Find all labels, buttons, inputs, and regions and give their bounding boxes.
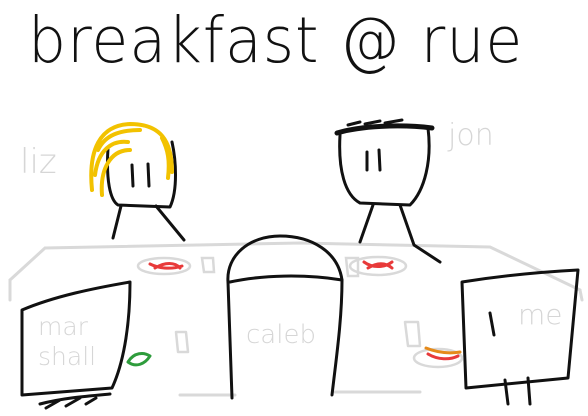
sketch-title: breakfast @ rue	[28, 4, 524, 78]
label-me: me	[518, 298, 563, 331]
table-outline	[8, 241, 584, 397]
person-me	[403, 268, 580, 406]
label-liz: liz	[20, 142, 57, 182]
liz-hair	[89, 122, 174, 197]
person-marshall	[20, 280, 190, 410]
label-caleb: caleb	[246, 320, 316, 350]
label-jon: jon	[448, 118, 494, 153]
label-marshall: mar shall	[38, 312, 97, 371]
person-caleb	[226, 234, 344, 400]
back-plate-left	[136, 256, 216, 276]
person-liz	[89, 122, 186, 242]
back-plate-right	[344, 255, 408, 278]
person-jon	[334, 118, 442, 264]
